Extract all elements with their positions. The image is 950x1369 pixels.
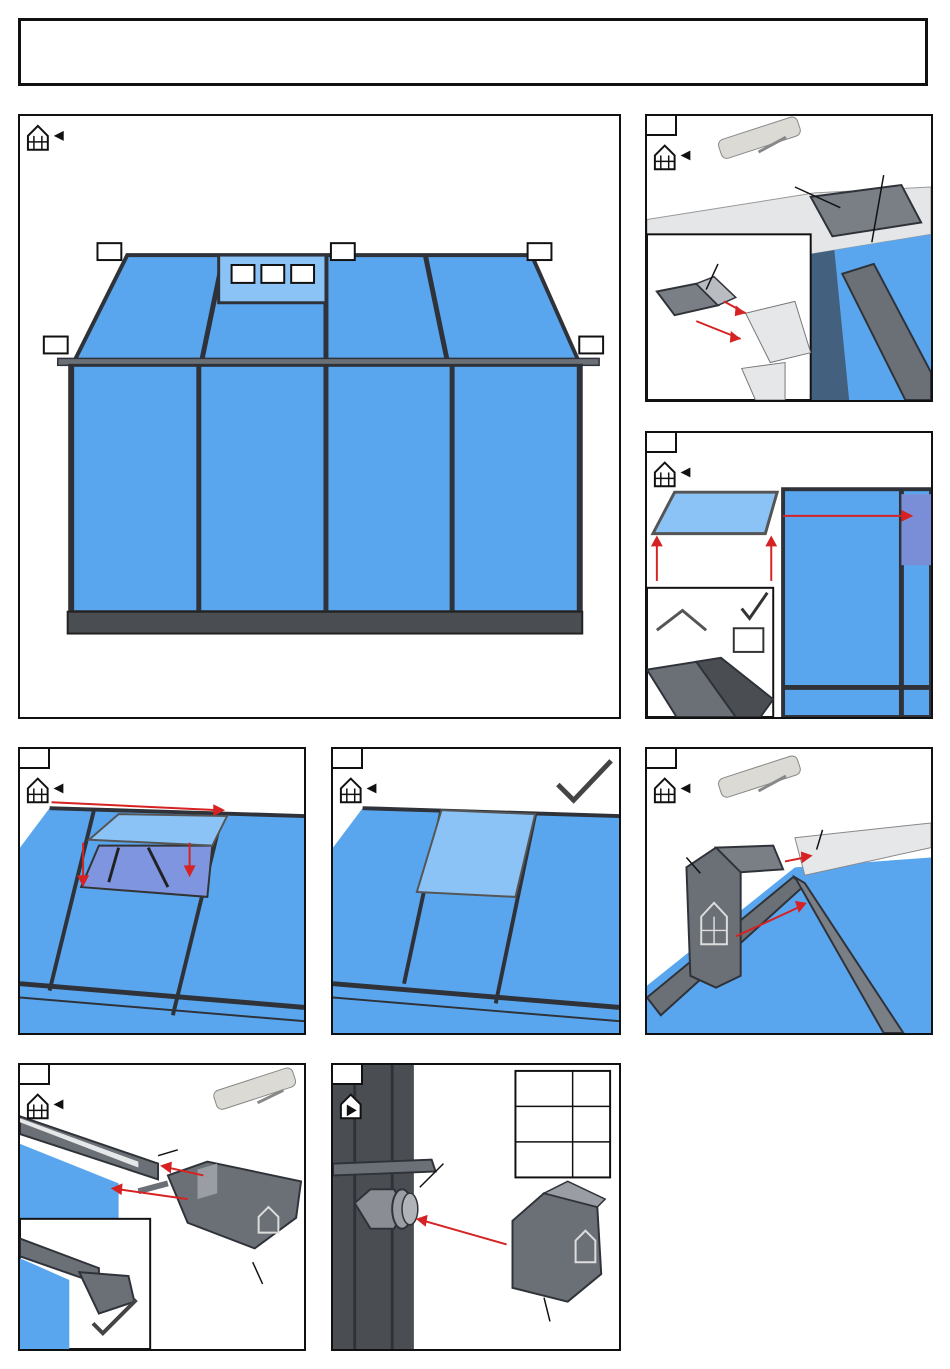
- step-1-panel: [645, 114, 933, 402]
- house-front-view-icon: [28, 126, 64, 150]
- step-6-panel: [18, 1063, 306, 1351]
- step-3-number: [18, 747, 50, 769]
- step-6-number: [18, 1063, 50, 1085]
- step-5-number: [645, 747, 677, 769]
- step-5-panel: [645, 747, 933, 1035]
- bolt-cover-cap-diagram: [333, 1065, 619, 1349]
- step-3-panel: [18, 747, 306, 1035]
- greenhouse-front-diagram: [20, 116, 619, 717]
- page-title-box: [18, 18, 928, 86]
- step-7-panel: [331, 1063, 621, 1351]
- step-2-number: [645, 431, 677, 453]
- step-4-panel: [331, 747, 621, 1035]
- roof-panel-slide-diagram: [647, 433, 931, 717]
- gable-end-cap-diagram: [647, 749, 931, 1033]
- roof-vent-closed-diagram: [333, 749, 619, 1033]
- gutter-end-cap-diagram: [20, 1065, 304, 1349]
- overview-panel: [18, 114, 621, 719]
- ridge-cap-sealant-diagram: [647, 116, 931, 400]
- step-1-number: [645, 114, 677, 136]
- step-2-panel: [645, 431, 933, 719]
- roof-vent-install-diagram: [20, 749, 304, 1033]
- step-7-number: [331, 1063, 363, 1085]
- step-4-number: [331, 747, 363, 769]
